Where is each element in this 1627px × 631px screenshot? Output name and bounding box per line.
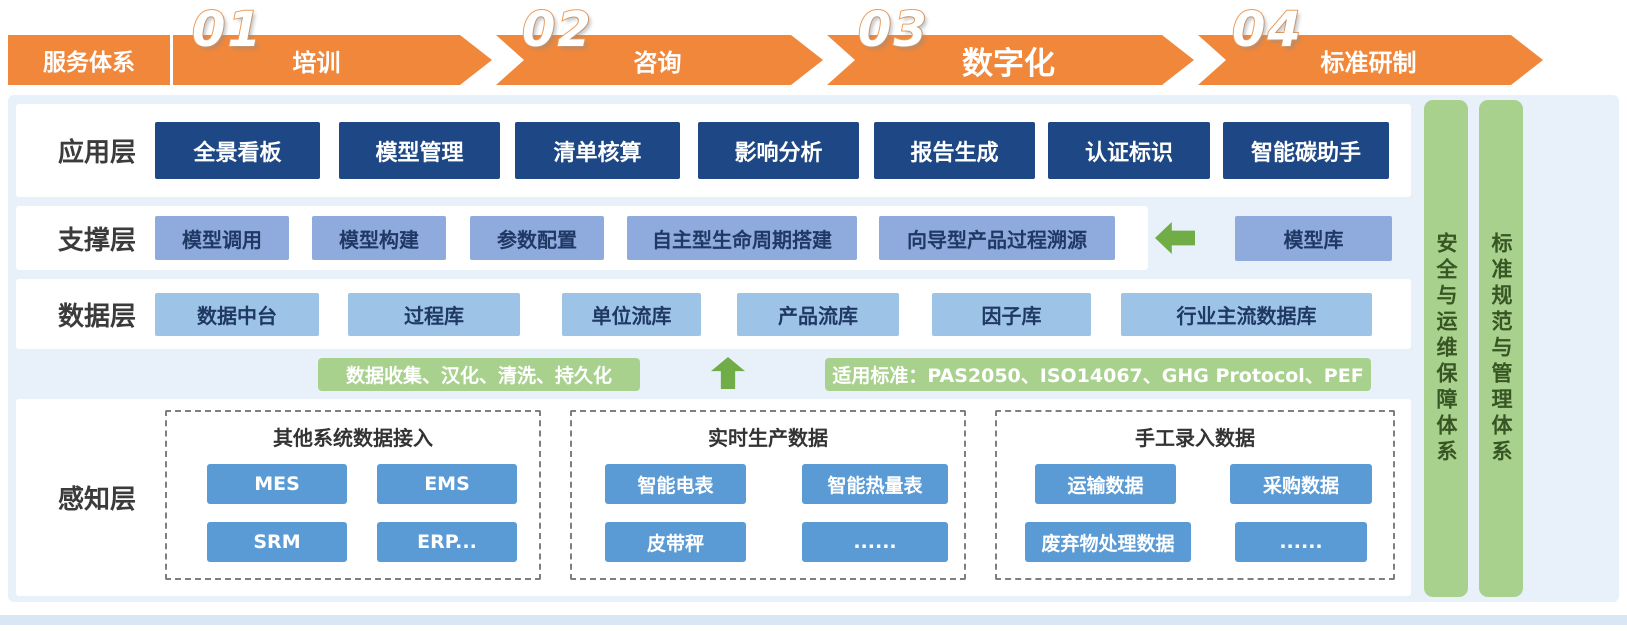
application-layer-row: 应用层 全景看板 模型管理 清单核算 影响分析 报告生成 认证标识 智能碳助手: [16, 104, 1411, 197]
node-mes: MES: [207, 464, 347, 504]
perception-group-realtime-data: 实时生产数据 智能电表 智能热量表 皮带秤 ......: [570, 410, 966, 580]
node-waste-data: 废弃物处理数据: [1025, 522, 1191, 562]
app-button-report: 报告生成: [874, 122, 1035, 179]
node-erp: ERP...: [377, 522, 517, 562]
step-number-02: 02: [521, 1, 593, 59]
perception-group-manual-entry: 手工录入数据 运输数据 采购数据 废弃物处理数据 ......: [995, 410, 1395, 580]
node-more-realtime: ......: [802, 522, 948, 562]
sidebar-label: 安全与运维保障体系: [1434, 231, 1458, 466]
step-label: 培训: [292, 48, 341, 77]
data-layer-label: 数据层: [57, 301, 136, 332]
sidebar-standards-mgmt: 标准规范与管理体系: [1479, 100, 1523, 597]
step-label: 咨询: [633, 48, 682, 77]
perception-layer-label: 感知层: [57, 485, 136, 515]
support-layer-label: 支撑层: [57, 225, 136, 256]
step-label: 数字化: [962, 45, 1055, 82]
group-title: 实时生产数据: [708, 426, 828, 450]
app-button-certify: 认证标识: [1048, 122, 1210, 179]
data-button-industry-db: 行业主流数据库: [1121, 293, 1372, 336]
data-button-unitflow-lib: 单位流库: [562, 293, 701, 336]
node-srm: SRM: [207, 522, 347, 562]
data-button-product-lib: 产品流库: [737, 293, 899, 336]
perception-layer-row: 感知层 其他系统数据接入 MES EMS SRM ERP... 实时生产数据 智…: [16, 399, 1411, 596]
step-number-03: 03: [857, 1, 929, 59]
data-button-factor-lib: 因子库: [932, 293, 1091, 336]
arrow-left-icon: [1155, 222, 1195, 254]
node-more-manual: ......: [1235, 522, 1367, 562]
banner-step-arrow-training: 培训: [173, 35, 492, 85]
data-collection-bar: 数据收集、汉化、清洗、持久化: [318, 358, 640, 391]
node-smart-meter: 智能电表: [605, 464, 746, 504]
step-label: 标准研制: [1320, 48, 1417, 77]
support-layer-row: 支撑层 模型调用 模型构建 参数配置 自主型生命周期搭建 向导型产品过程溯源: [16, 206, 1148, 270]
standards-bar: 适用标准：PAS2050、ISO14067、GHG Protocol、PEF: [825, 358, 1371, 391]
support-button-trace: 向导型产品过程溯源: [879, 216, 1115, 260]
app-button-model-mgmt: 模型管理: [339, 122, 500, 179]
group-title: 其他系统数据接入: [273, 426, 433, 450]
sidebar-label: 标准规范与管理体系: [1489, 231, 1513, 466]
node-heat-meter: 智能热量表: [802, 464, 948, 504]
app-button-assistant: 智能碳助手: [1223, 122, 1389, 179]
support-button-model-library: 模型库: [1235, 216, 1392, 261]
data-button-process-lib: 过程库: [348, 293, 520, 336]
app-button-impact: 影响分析: [698, 122, 859, 179]
support-button-model-build: 模型构建: [312, 216, 446, 260]
app-button-dashboard: 全景看板: [155, 122, 320, 179]
node-ems: EMS: [377, 464, 517, 504]
banner-step-arrow-consulting: 咨询: [496, 35, 823, 85]
node-transport-data: 运输数据: [1035, 464, 1176, 504]
step-number-01: 01: [191, 1, 263, 59]
group-title: 手工录入数据: [1135, 426, 1255, 450]
step-number-04: 04: [1231, 1, 1303, 59]
data-layer-row: 数据层 数据中台 过程库 单位流库 产品流库 因子库 行业主流数据库: [16, 279, 1411, 349]
bottom-decor-strip: [0, 615, 1627, 625]
support-button-model-call: 模型调用: [155, 216, 289, 260]
application-layer-label: 应用层: [57, 138, 136, 168]
arrow-up-icon: [711, 357, 745, 389]
service-system-block: 服务体系: [8, 35, 170, 85]
support-button-params: 参数配置: [470, 216, 604, 260]
app-button-inventory: 清单核算: [515, 122, 680, 179]
main-panel: 应用层 全景看板 模型管理 清单核算 影响分析 报告生成 认证标识 智能碳助手 …: [8, 95, 1619, 602]
support-button-lifecycle: 自主型生命周期搭建: [627, 216, 857, 260]
data-button-midplatform: 数据中台: [155, 293, 319, 336]
node-belt-scale: 皮带秤: [605, 522, 746, 562]
perception-group-other-systems: 其他系统数据接入 MES EMS SRM ERP...: [165, 410, 541, 580]
node-purchase-data: 采购数据: [1230, 464, 1372, 504]
banner-step-arrow-digitalization: 数字化: [827, 35, 1194, 85]
banner-step-arrow-standards: 标准研制: [1198, 35, 1543, 85]
sidebar-security-ops: 安全与运维保障体系: [1424, 100, 1468, 597]
